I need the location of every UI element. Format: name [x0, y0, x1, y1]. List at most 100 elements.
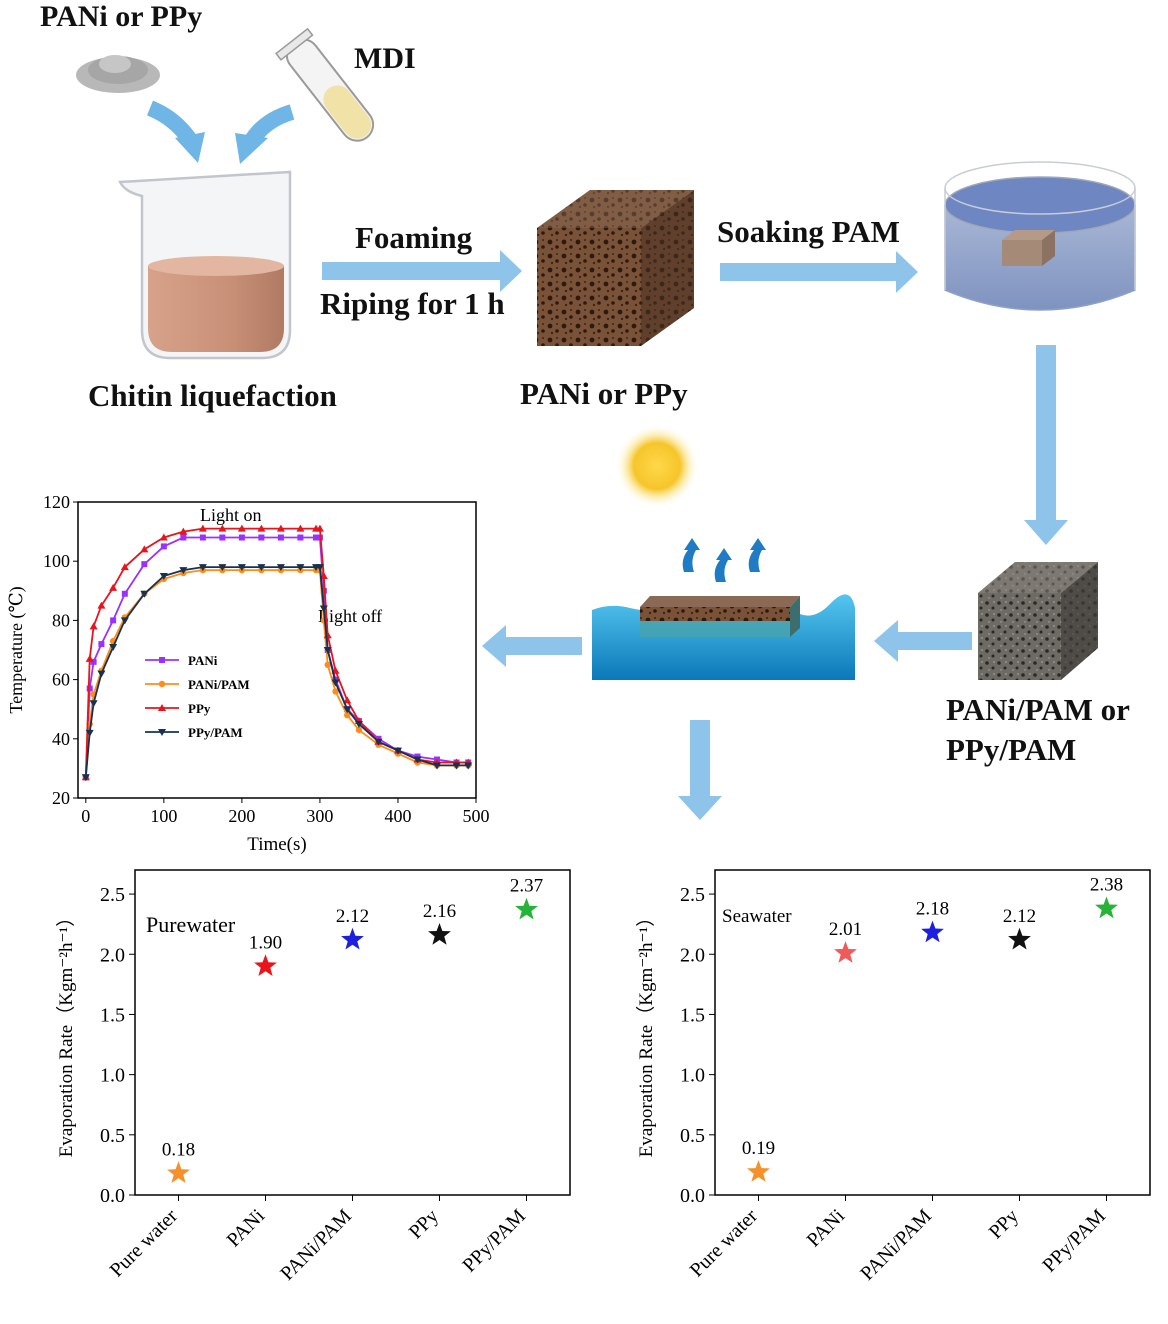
- beaker-icon: [118, 170, 292, 360]
- data-point: [464, 762, 473, 770]
- data-label: 0.18: [162, 1139, 195, 1160]
- data-point: [219, 534, 226, 541]
- flow-arrow-5: [482, 625, 582, 667]
- legend-item: PPy: [145, 701, 211, 716]
- data-point: [160, 543, 167, 550]
- legend-item: PANi/PAM: [145, 677, 250, 692]
- y-tick-label: 20: [52, 788, 70, 808]
- y-tick-label: 0.0: [100, 1185, 125, 1207]
- series-ppy: [81, 524, 473, 781]
- x-tick-label: 0: [81, 806, 90, 826]
- flow-arrow-3: [1024, 345, 1068, 545]
- x-tick-label: 200: [228, 806, 255, 826]
- composite-cube-icon: [978, 562, 1098, 680]
- data-point: [198, 524, 207, 532]
- data-label: 2.01: [829, 919, 862, 940]
- data-point: [140, 545, 149, 553]
- y-tick-label: 40: [52, 729, 70, 749]
- annotation-light-off: Light off: [318, 606, 382, 626]
- data-point: [374, 738, 383, 746]
- x-tick-label: PANi: [223, 1205, 270, 1252]
- data-point: [89, 622, 98, 630]
- star-marker-pure-water: [747, 1160, 770, 1182]
- series-line: [84, 536, 469, 778]
- data-point: [319, 572, 328, 579]
- data-label: 2.16: [423, 901, 456, 922]
- x-tick-label: 400: [384, 806, 411, 826]
- data-point: [97, 670, 106, 678]
- data-point: [121, 590, 128, 597]
- data-point: [393, 747, 402, 755]
- data-label: 1.90: [249, 932, 282, 953]
- legend-label: PANi/PAM: [188, 677, 250, 692]
- star-marker-pani: [254, 954, 277, 976]
- data-point: [343, 696, 352, 704]
- y-tick-label: 1.5: [100, 1004, 125, 1026]
- series-line: [84, 569, 469, 778]
- steam-arrows-icon: [682, 538, 766, 582]
- data-point: [452, 762, 461, 770]
- y-tick-label: 1.0: [100, 1065, 125, 1087]
- data-point: [432, 762, 441, 770]
- curved-arrow-left-icon: [146, 100, 205, 163]
- curved-arrow-right-icon: [235, 104, 295, 164]
- x-tick-label: 300: [306, 806, 333, 826]
- y-tick-label: 1.5: [680, 1004, 705, 1026]
- data-point: [331, 679, 340, 687]
- data-point: [158, 729, 166, 736]
- arrow1-top-label: Foaming: [355, 220, 473, 255]
- data-point: [180, 534, 187, 541]
- y-tick-label: 2.5: [100, 884, 125, 906]
- data-point: [344, 711, 351, 719]
- star-marker-ppy-pam: [515, 897, 538, 920]
- y-tick-label: 0.0: [680, 1185, 705, 1207]
- star-marker-pure-water: [167, 1161, 190, 1183]
- data-point: [320, 587, 327, 594]
- chart-annotation: Seawater: [722, 906, 792, 927]
- data-point: [179, 527, 188, 535]
- star-marker-ppy: [1008, 927, 1031, 950]
- legend-item: PANi: [145, 653, 218, 668]
- y-tick-label: 2.0: [680, 944, 705, 966]
- test-tube-icon: [275, 27, 375, 142]
- data-point: [159, 573, 168, 580]
- data-point: [81, 774, 90, 782]
- y-tick-label: 60: [52, 670, 70, 690]
- data-point: [297, 534, 304, 541]
- data-point: [98, 641, 105, 648]
- foam-label: PANi or PPy: [520, 376, 688, 411]
- foam-cube-icon: [537, 190, 694, 346]
- data-point: [97, 601, 106, 609]
- flow-arrow-1: [322, 250, 522, 292]
- data-point: [332, 688, 339, 695]
- data-point: [324, 661, 331, 668]
- data-label: 0.19: [742, 1138, 775, 1159]
- data-point: [313, 534, 320, 541]
- data-point: [343, 706, 352, 714]
- x-tick-label: PPy/PAM: [1038, 1205, 1110, 1277]
- data-point: [237, 564, 246, 572]
- arrow1-bottom-label: Riping for 1 h: [320, 286, 505, 321]
- y-tick-label: 1.0: [680, 1065, 705, 1087]
- beaker-label: Chitin liquefaction: [88, 378, 337, 413]
- data-label: 2.18: [916, 899, 949, 920]
- data-point: [257, 524, 266, 532]
- data-point: [159, 657, 165, 663]
- legend-label: PANi: [188, 653, 218, 668]
- arrow2-label: Soaking PAM: [717, 214, 900, 249]
- data-point: [141, 561, 148, 568]
- series-line: [84, 566, 469, 778]
- annotation-light-on: Light on: [200, 505, 262, 525]
- data-point: [257, 564, 266, 572]
- data-point: [354, 721, 363, 728]
- data-point: [296, 564, 305, 572]
- y-axis-label: Evaporation Rate（Kgm⁻²h⁻¹）: [55, 908, 77, 1157]
- composite-label-line2: PPy/PAM: [946, 732, 1077, 767]
- data-point: [319, 605, 328, 613]
- x-tick-label: Pure water: [106, 1205, 183, 1282]
- data-point: [86, 685, 93, 692]
- y-tick-label: 100: [43, 551, 70, 571]
- data-label: 2.37: [510, 876, 543, 897]
- composite-label-line1: PANi/PAM or: [946, 692, 1130, 727]
